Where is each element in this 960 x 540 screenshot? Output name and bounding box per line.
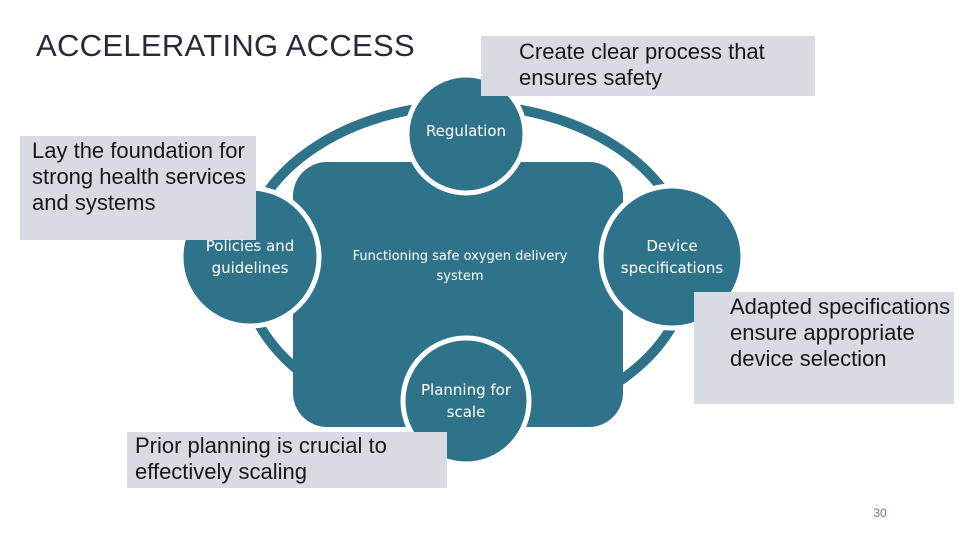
regulation-label: Regulation: [425, 122, 507, 140]
page-title: ACCELERATING ACCESS: [36, 28, 415, 63]
note-device: Adapted specifications ensure appropriat…: [694, 292, 954, 404]
note-policies: Lay the foundation for strong health ser…: [20, 136, 256, 240]
device-label: Device specifications: [620, 237, 724, 277]
hub-shape: [293, 162, 623, 427]
note-regulation: Create clear process that ensures safety: [481, 36, 815, 96]
regulation-node: [404, 72, 528, 196]
note-planning: Prior planning is crucial to effectively…: [127, 432, 447, 488]
page-number: 30: [873, 506, 887, 520]
planning-label: Planning for scale: [420, 381, 511, 421]
hub-label: Functioning safe oxygen delivery system: [352, 249, 568, 284]
policies-label: Policies and guidelines: [205, 237, 295, 277]
